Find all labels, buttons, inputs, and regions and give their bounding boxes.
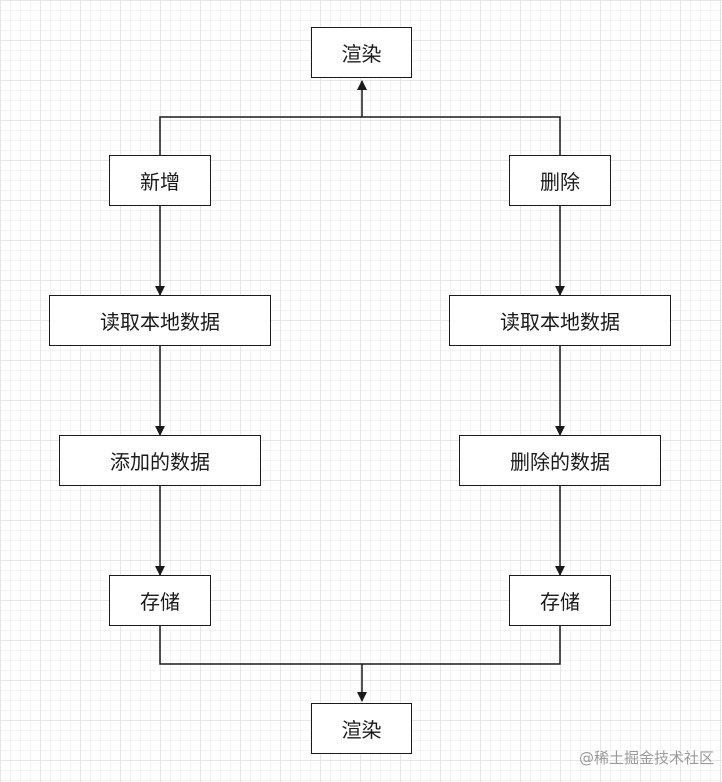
connector-add-to-render-top	[159, 116, 362, 156]
connector-store-left-to-render-bottom	[159, 626, 362, 665]
node-store-left: 存储	[109, 575, 211, 626]
connector-store-right-to-render-bottom	[362, 626, 561, 665]
node-added-data: 添加的数据	[59, 435, 261, 486]
node-render-bottom: 渲染	[311, 703, 412, 754]
connector-delete-to-render-top	[362, 116, 561, 156]
node-render-top: 渲染	[311, 27, 412, 78]
watermark-text: @稀土掘金技术社区	[578, 749, 714, 767]
node-delete: 删除	[509, 155, 611, 206]
node-add: 新增	[109, 155, 211, 206]
node-store-right: 存储	[509, 575, 611, 626]
node-read-local-left: 读取本地数据	[49, 295, 271, 346]
node-deleted-data: 删除的数据	[459, 435, 661, 486]
node-read-local-right: 读取本地数据	[449, 295, 671, 346]
